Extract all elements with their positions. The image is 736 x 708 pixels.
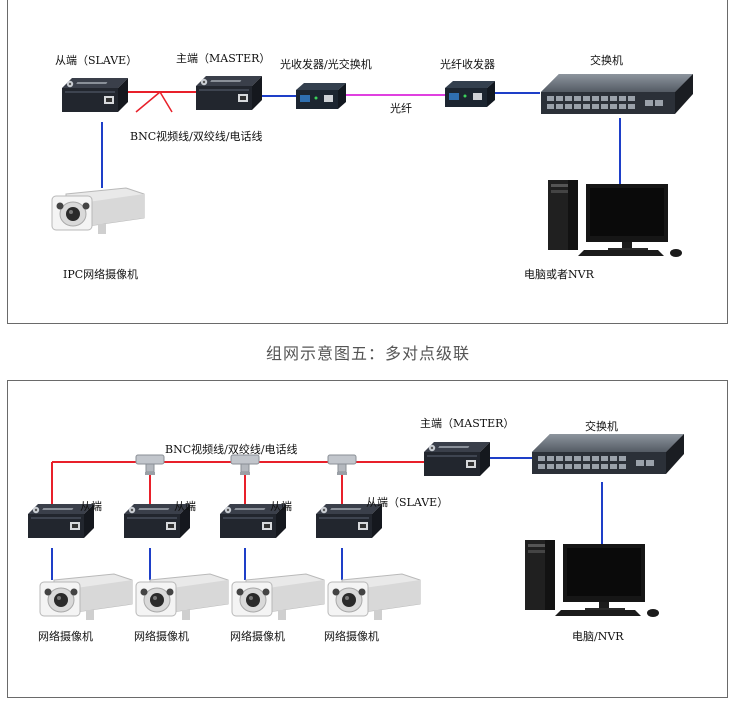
slave-label: 从端 [270, 500, 292, 513]
fiber-transceiver-icon [445, 81, 495, 107]
pc-label: 电脑/NVR [572, 630, 624, 643]
bullet-camera-icon [231, 573, 325, 621]
desktop-computer-icon [525, 540, 659, 617]
camera-label: 网络摄像机 [38, 630, 93, 643]
master-converter-icon [196, 76, 262, 110]
master-label: 主端（MASTER） [420, 417, 515, 430]
bnc-t-connector-icon [327, 454, 357, 476]
bullet-camera-icon [51, 187, 145, 235]
network-switch-icon [541, 74, 693, 114]
slave-label: 从端 [174, 500, 196, 513]
slave-converter-icon [62, 78, 128, 112]
camera-label: 网络摄像机 [324, 630, 379, 643]
slave-label: 从端（SLAVE） [55, 54, 138, 67]
desktop-computer-icon [548, 180, 682, 257]
bnc-t-connector-icon [230, 454, 260, 476]
master-label: 主端（MASTER） [176, 52, 271, 65]
pc-label: 电脑或者NVR [524, 268, 594, 281]
diagram-caption: 组网示意图五：多对点级联 [265, 344, 470, 363]
slave-label: 从端（SLAVE） [366, 496, 449, 509]
switch-label: 交换机 [590, 54, 623, 67]
fiber-transceiver-icon [296, 83, 346, 109]
cable-label: BNC视频线/双绞线/电话线 [165, 443, 298, 456]
transceiver-label: 光收发器/光交换机 [280, 58, 372, 71]
network-switch-icon [532, 434, 684, 474]
fiber-label: 光纤 [390, 102, 412, 115]
topology-panel-multipoint [7, 380, 728, 698]
bullet-camera-icon [327, 573, 421, 621]
bullet-camera-icon [135, 573, 229, 621]
cable-label: BNC视频线/双绞线/电话线 [130, 130, 263, 143]
camera-label: 网络摄像机 [230, 630, 285, 643]
camera-label: IPC网络摄像机 [63, 268, 139, 281]
bullet-camera-icon [39, 573, 133, 621]
camera-label: 网络摄像机 [134, 630, 189, 643]
master-converter-icon [424, 442, 490, 476]
slave-label: 从端 [80, 500, 102, 513]
switch-label: 交换机 [585, 420, 618, 433]
fiber-transceiver-label: 光纤收发器 [440, 58, 495, 71]
topology-panel-point-to-point [7, 0, 728, 324]
bottom-cables [51, 457, 603, 580]
bnc-t-connector-icon [135, 454, 165, 476]
